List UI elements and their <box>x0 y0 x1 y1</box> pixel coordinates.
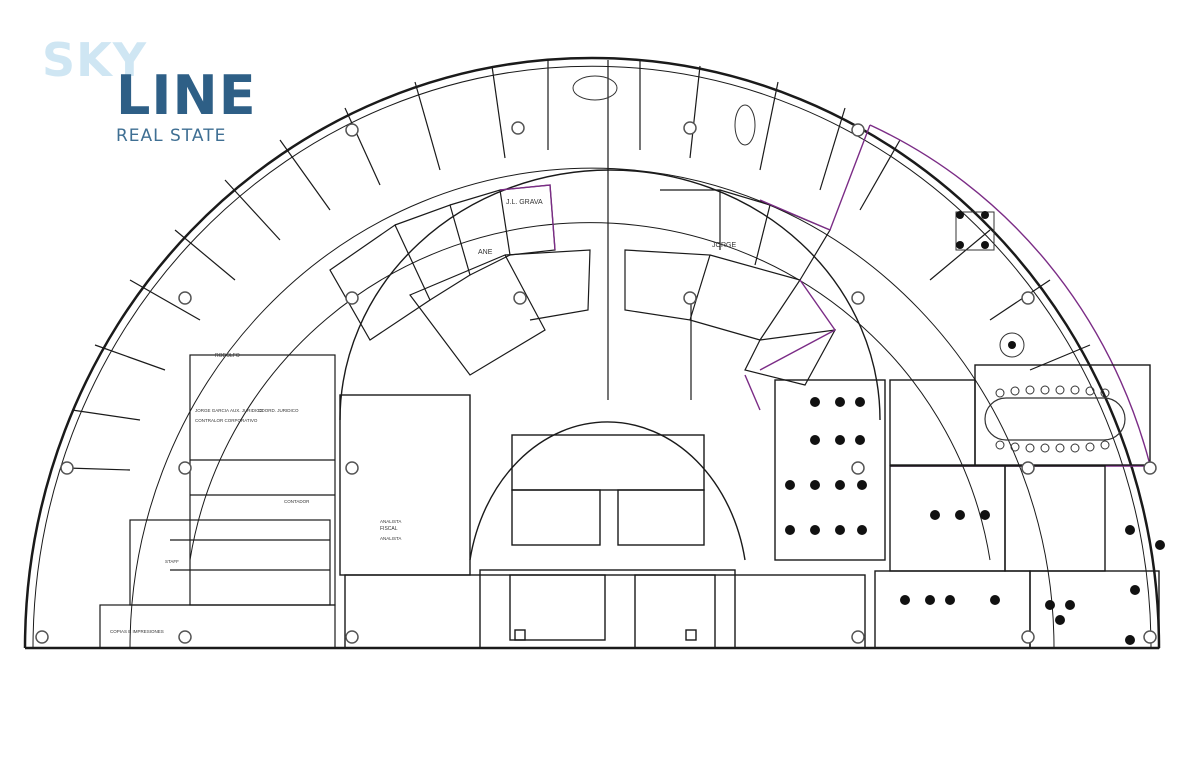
office-chairs <box>785 211 1165 645</box>
label-ane: ANE <box>478 249 493 256</box>
meeting-table-square <box>955 211 995 251</box>
label-contralor: CONTRALOR CORPORATIVO <box>195 418 258 423</box>
label-rodolfo: RODOLFO <box>215 353 240 359</box>
left-open-office <box>99 354 336 649</box>
right-rooms <box>774 364 1160 649</box>
conference-table <box>984 397 1126 441</box>
label-jorge-garcia: JORGE GARCIA <box>195 408 229 413</box>
outer-wall <box>23 56 1161 649</box>
corridor-ring <box>189 222 991 561</box>
inner-offices <box>329 184 837 386</box>
outer-wall-inner <box>32 65 1152 649</box>
meeting-table-top <box>572 75 618 101</box>
logo-sky-text: SKY <box>42 33 148 87</box>
inner-ring <box>339 169 881 421</box>
meeting-table-right <box>734 104 756 146</box>
logo-line-text: LINE <box>116 64 257 127</box>
label-staff: STAFF <box>165 559 179 564</box>
core-ring <box>469 421 746 561</box>
center-core <box>339 394 866 649</box>
label-analista-2: ANALISTA <box>380 536 401 541</box>
office-ring <box>129 167 1055 649</box>
accent-walls <box>499 124 1151 467</box>
round-table <box>999 332 1025 358</box>
logo-subtitle: REAL STATE <box>116 126 227 146</box>
label-fiscal: FISCAL <box>380 526 398 532</box>
label-analista-1: ANALISTA <box>380 519 401 524</box>
label-contador: CONTADOR <box>284 499 310 504</box>
label-copias: COPIAS E IMPRESIONES <box>110 629 164 634</box>
label-coord-juridico: COORD. JURIDICO <box>258 408 299 413</box>
conference-chairs <box>995 385 1110 453</box>
skyline-logo: SKY LINE REAL STATE <box>38 33 256 154</box>
label-aux-juridico: AUX. JURIDICO <box>230 408 264 413</box>
label-jl-grava: J.L. GRAVA <box>506 199 543 206</box>
structural-columns <box>35 121 1157 644</box>
label-jorge: JORGE <box>712 242 736 249</box>
radial-partitions <box>66 60 1091 471</box>
